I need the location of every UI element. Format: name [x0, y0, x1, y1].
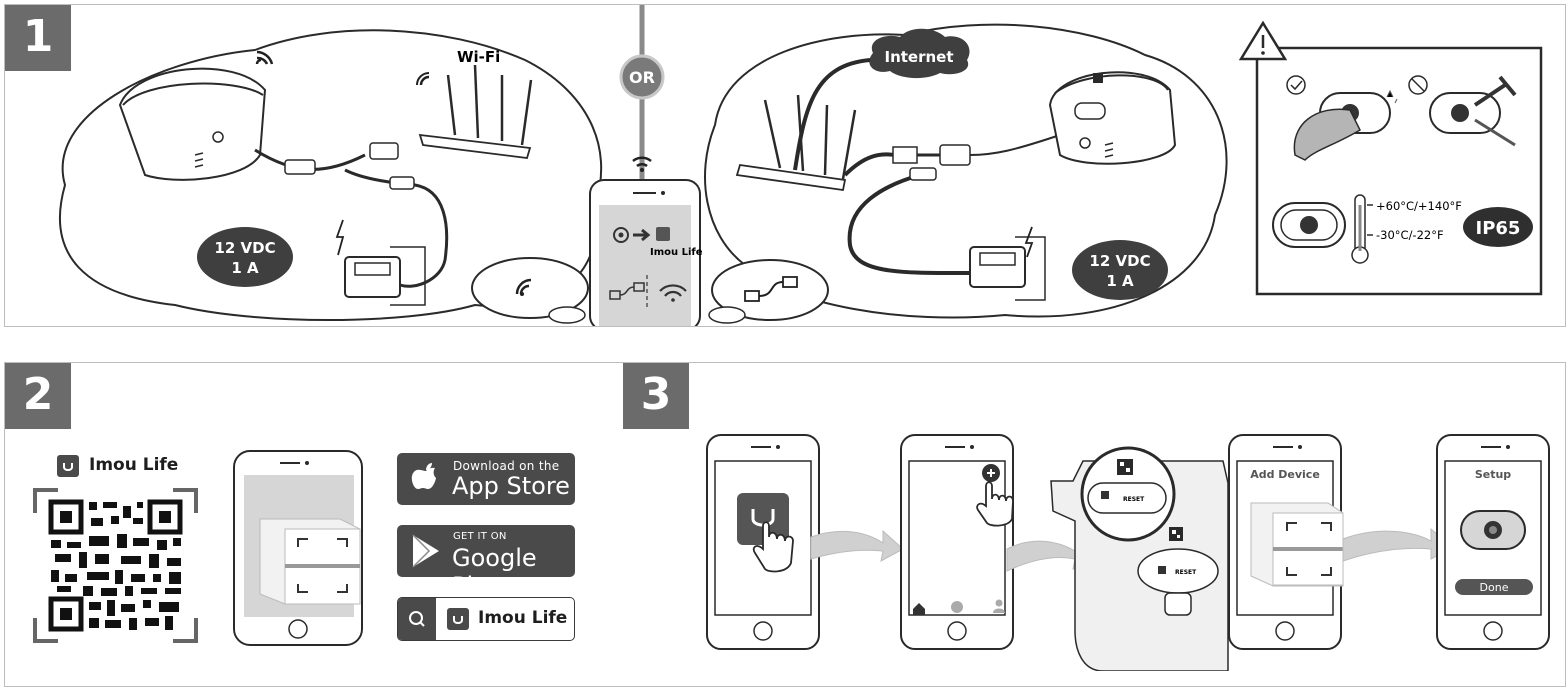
power-spec-right-line2: 1 A	[1106, 272, 1134, 290]
google-play-small-text: GET IT ON	[453, 531, 507, 542]
phone-add-device	[900, 434, 1014, 650]
wifi-label: Wi-Fi	[457, 48, 500, 66]
app-store-button[interactable]: Download on the App Store	[397, 453, 575, 505]
thermometer-icon	[1351, 194, 1373, 264]
lightning-icon	[335, 219, 345, 256]
add-device-title: Add Device	[1250, 468, 1320, 481]
wifi-icon	[416, 72, 430, 86]
qr-code-icon[interactable]	[33, 488, 198, 643]
ip-rating-badge	[1463, 207, 1533, 247]
power-adapter-left	[344, 246, 426, 306]
phone-app-label: Imou Life	[650, 247, 703, 258]
app-name-label: Imou Life	[89, 455, 179, 475]
step2-number: 2	[5, 363, 71, 429]
internet-cloud	[869, 28, 970, 79]
wifi-option-bubble	[471, 257, 589, 319]
search-app-button[interactable]: Imou Life	[397, 597, 575, 641]
plus-icon	[982, 464, 1000, 482]
lightning-icon	[1024, 226, 1034, 258]
router-device-left	[418, 64, 533, 159]
phone-setup-done	[1436, 434, 1550, 650]
step1-panel: 1 Wi-Fi	[4, 4, 1566, 327]
google-play-big-text: Google Play	[452, 544, 537, 600]
camera-device-right	[1048, 71, 1177, 165]
app-store-big-text: App Store	[452, 472, 570, 500]
search-icon	[398, 598, 436, 640]
setup-title: Setup	[1475, 468, 1511, 481]
reset-label-1: RESET	[1123, 496, 1145, 503]
imou-logo-icon	[447, 608, 469, 630]
arrow-icon	[810, 529, 904, 562]
imou-logo-icon	[57, 455, 79, 477]
camera-to-app-icon	[613, 227, 670, 243]
power-cable-right	[847, 173, 976, 276]
wifi-icon	[515, 278, 532, 296]
step3-illustration: RESET RESET Add Device	[706, 434, 1550, 671]
router-device-right	[735, 94, 857, 192]
power-spec-right-line1: 12 VDC	[1089, 252, 1150, 270]
temp-low-label: -30°C/-22°F	[1376, 228, 1444, 242]
power-spec-badge-left	[197, 227, 293, 287]
or-label: OR	[629, 68, 655, 87]
phone-center	[589, 179, 701, 326]
ethernet-cable-right	[843, 152, 896, 177]
ethernet-icon	[744, 276, 798, 302]
app-store-small-text: Download on the	[453, 459, 560, 473]
prohibited-icon	[1408, 75, 1428, 95]
apple-icon	[411, 463, 436, 489]
search-app-label: Imou Life	[478, 608, 568, 628]
phone-scan-device	[1228, 434, 1344, 650]
camera-device-left	[118, 67, 267, 181]
home-icon	[913, 603, 925, 615]
camera-temp-illustration	[1272, 202, 1346, 248]
power-spec-badge-right	[1072, 240, 1168, 300]
google-play-icon	[412, 534, 439, 568]
power-spec-left-line1: 12 VDC	[214, 239, 275, 257]
google-play-button[interactable]: GET IT ON Google Play	[397, 525, 575, 600]
done-button	[1455, 579, 1533, 595]
ip-rating-label: IP65	[1476, 218, 1521, 239]
wifi-icon	[659, 284, 687, 302]
user-icon	[993, 599, 1005, 613]
power-adapter-right	[969, 236, 1046, 301]
step1-number: 1	[5, 5, 71, 71]
internet-cable	[793, 58, 871, 171]
check-icon	[1286, 75, 1306, 95]
step2-3-panel: 2 3 Imou Life	[4, 362, 1566, 687]
camera-cleaning-illustration	[1293, 89, 1398, 161]
phone-scan-illustration	[233, 450, 363, 646]
step3-number: 3	[623, 363, 689, 429]
power-spec-left-line2: 1 A	[231, 259, 259, 277]
camera-tools-illustration	[1429, 75, 1517, 147]
done-button-label: Done	[1480, 581, 1509, 594]
ethernet-icon	[609, 282, 645, 300]
hand-pointer-icon	[752, 521, 794, 573]
or-badge	[619, 54, 665, 100]
warning-icon	[1238, 20, 1288, 61]
step1-illustration: Wi-Fi 12 VDC 1 A OR	[59, 5, 1543, 326]
wifi-icon	[255, 50, 274, 65]
temp-high-label: +60°C/+140°F	[1376, 199, 1462, 213]
chat-icon	[951, 601, 963, 613]
hand-pointer-icon	[976, 481, 1014, 527]
reset-label-2: RESET	[1175, 569, 1197, 576]
camera-reset-illustration	[1050, 446, 1229, 671]
internet-label: Internet	[884, 48, 953, 66]
wifi-icon	[632, 156, 652, 172]
